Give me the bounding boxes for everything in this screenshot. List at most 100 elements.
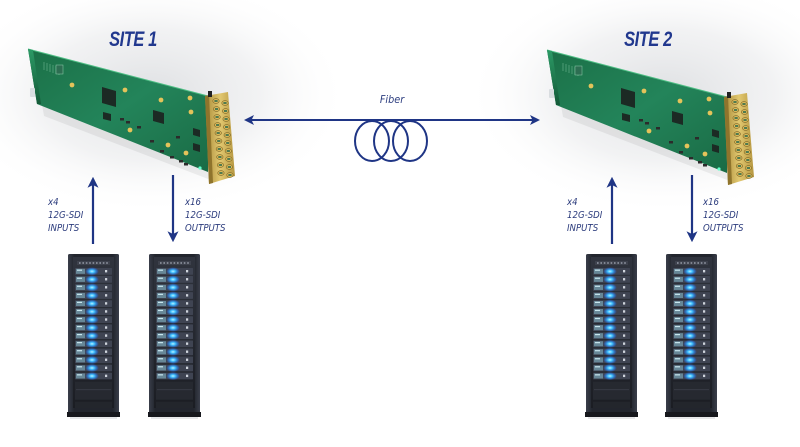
smd-component	[669, 141, 673, 144]
site-2-inputs-type: INPUTS	[567, 223, 599, 234]
server-led-glow	[603, 291, 617, 300]
bnc-connector-insulator	[216, 132, 220, 134]
vent-slot	[187, 262, 189, 264]
bnc-connector-insulator	[214, 108, 219, 110]
drive-label	[158, 317, 163, 320]
drive-label	[158, 366, 163, 368]
drive-bay	[594, 333, 603, 339]
bnc-connector-insulator	[747, 175, 751, 177]
drive-label	[158, 309, 163, 312]
server-led-glow	[166, 339, 180, 349]
server-power-button	[703, 286, 706, 289]
drive-bay	[157, 357, 166, 363]
card-latch	[30, 88, 35, 97]
drive-bay	[76, 309, 85, 315]
site-2-sdi-card	[546, 49, 754, 185]
test-point	[122, 87, 128, 93]
vent-slot	[694, 262, 696, 264]
drive-bay	[674, 349, 683, 355]
site-1-outputs-signal: 12G-SDI	[185, 210, 221, 221]
server-power-button	[186, 358, 189, 361]
blank-panel	[75, 401, 112, 408]
server-power-button	[623, 326, 626, 329]
server-led-glow	[85, 363, 99, 373]
server-led-glow	[166, 299, 180, 308]
small-chip	[193, 128, 200, 137]
rack-reflection	[151, 417, 198, 419]
bnc-connector-insulator	[225, 134, 229, 136]
server-power-button	[105, 318, 108, 321]
server-led-glow	[603, 363, 617, 373]
drive-bay	[76, 341, 85, 347]
server-led-glow	[85, 339, 99, 349]
drive-bay	[674, 268, 683, 274]
test-point	[702, 151, 708, 157]
server-led-glow	[683, 307, 697, 316]
smd-component	[120, 118, 124, 121]
site-1-inputs-label: x4 12G-SDI INPUTS	[48, 196, 83, 235]
drive-bay	[76, 349, 85, 355]
drive-label	[675, 301, 680, 303]
server-power-button	[623, 358, 626, 361]
server-power-button	[703, 342, 706, 345]
server-led-glow	[683, 363, 697, 373]
site-2-outputs-label: x16 12G-SDI OUTPUTS	[703, 196, 744, 235]
server-power-button	[186, 342, 189, 345]
site-1-output-server-rack-icon	[148, 254, 201, 419]
drive-bay	[674, 276, 683, 282]
silkscreen-block	[55, 64, 64, 75]
vent-slot	[173, 262, 176, 264]
server-power-button	[703, 310, 706, 313]
vent-slot	[610, 262, 613, 264]
vent-slot	[620, 262, 623, 264]
smd-component	[179, 160, 183, 163]
drive-label	[158, 334, 163, 336]
server-led-glow	[85, 355, 99, 365]
server-led-glow	[683, 291, 697, 300]
drive-label	[595, 374, 600, 376]
drive-label	[595, 285, 600, 287]
test-point	[158, 97, 164, 103]
drive-bay	[594, 349, 603, 355]
main-chip	[621, 88, 635, 108]
blank-panel	[673, 381, 710, 400]
drive-bay	[76, 325, 85, 331]
server-power-button	[623, 342, 626, 345]
drive-label	[158, 374, 163, 376]
drive-label	[595, 342, 600, 344]
server-power-button	[105, 286, 108, 289]
test-point	[641, 88, 647, 94]
site-2-inputs-signal: 12G-SDI	[567, 210, 603, 221]
vent-slot	[617, 262, 619, 264]
server-led-glow	[603, 283, 617, 292]
server-power-button	[105, 334, 108, 337]
server-led-glow	[166, 267, 180, 276]
site-2-inputs-count: x4	[567, 197, 578, 208]
site-1-outputs-type: OUTPUTS	[185, 223, 226, 234]
rack-base	[67, 412, 120, 417]
site-2-input-server-rack-icon	[585, 254, 638, 419]
bnc-connector-insulator	[744, 127, 748, 129]
server-led-glow	[683, 275, 697, 284]
drive-bay	[594, 357, 603, 363]
fiber-coil-icon	[354, 120, 428, 162]
server-power-button	[703, 270, 706, 273]
bracket-edge	[724, 96, 732, 185]
drive-bay	[674, 317, 683, 323]
server-power-button	[186, 310, 189, 313]
vent-slot	[163, 262, 165, 264]
secondary-chip	[672, 111, 683, 125]
drive-label	[675, 293, 680, 295]
secondary-chip	[153, 110, 164, 124]
drive-label	[158, 277, 163, 279]
vent-slot	[603, 262, 606, 264]
drive-label	[77, 309, 82, 312]
drive-bay	[76, 357, 85, 363]
server-led-glow	[85, 371, 99, 381]
blank-panel	[156, 381, 193, 400]
test-point	[187, 95, 193, 101]
bnc-connector-insulator	[216, 124, 220, 126]
server-led-glow	[166, 355, 180, 365]
drive-label	[158, 269, 163, 271]
